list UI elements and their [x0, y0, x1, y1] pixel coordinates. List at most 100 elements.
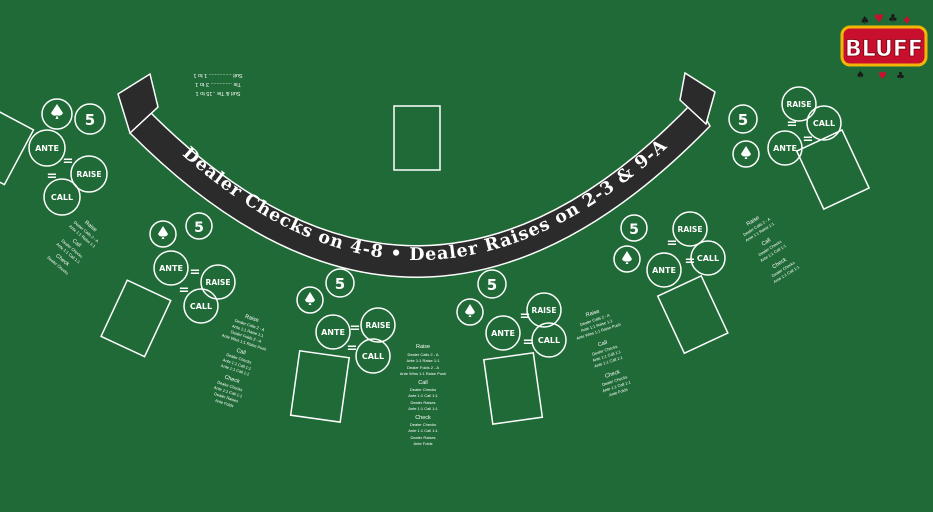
banner-tail-right [679, 71, 716, 126]
rules-line: Dealer Calls 2 - A [407, 352, 438, 357]
rules-line: Ante Folds [215, 398, 235, 409]
sidebet-circle-suit[interactable] [728, 104, 758, 134]
rules-title: Raise [244, 314, 259, 324]
sidebet-circle-pair[interactable] [296, 286, 324, 314]
equals-sign: = [803, 132, 814, 147]
call-circle[interactable] [43, 178, 81, 216]
sidebet-value: 5 [487, 276, 497, 294]
rules-title: Check [224, 374, 241, 385]
equals-sign: = [47, 169, 58, 184]
dealer-card-outline [393, 105, 441, 171]
paytable-line: Tie .............. 3 to 1 [195, 81, 241, 87]
call-label: CALL [190, 302, 212, 311]
sidebet-circle-suit[interactable] [477, 269, 507, 299]
call-label: CALL [697, 254, 719, 263]
raise-label: RAISE [366, 321, 391, 330]
sidebet-circle-pair[interactable] [732, 140, 760, 168]
ante-circle[interactable] [315, 314, 351, 350]
paytable: Suit & Tie ..15 to 1 Tie .............. … [193, 72, 242, 96]
raise-label: RAISE [787, 100, 812, 109]
banner-ribbon [129, 98, 711, 278]
rules-block: Raise Dealer Calls 2 - A Ante 1:1 Raise … [576, 309, 632, 398]
call-label: CALL [538, 336, 560, 345]
equals-sign: = [520, 309, 531, 324]
club-icon: ♣ [896, 71, 905, 82]
sidebet-circle-pair[interactable] [41, 98, 73, 130]
rules-title: Check [415, 415, 431, 421]
ante-circle[interactable] [767, 130, 803, 166]
spade-icon [305, 292, 315, 305]
ante-label: ANTE [35, 144, 59, 153]
equals-sign: = [685, 254, 696, 269]
spade-icon [465, 304, 475, 317]
player-card-outline [795, 129, 871, 211]
raise-circle[interactable] [70, 155, 108, 193]
spade-icon [158, 226, 168, 239]
sidebet-circle-pair[interactable] [149, 220, 177, 248]
rules-line: Dealer Checks [410, 422, 436, 427]
rules-title: Call [418, 380, 427, 386]
ante-circle[interactable] [153, 250, 189, 286]
heart-icon: ♥ [874, 12, 884, 25]
ante-label: ANTE [491, 329, 515, 338]
call-label: CALL [51, 193, 73, 202]
equals-sign: = [179, 283, 190, 298]
ante-label: ANTE [321, 328, 345, 337]
sidebet-circle-pair[interactable] [456, 298, 484, 326]
raise-circle[interactable] [200, 264, 236, 300]
player-seat-4: 5 ANTE = RAISE = CALL Raise Dealer Calls… [456, 269, 632, 426]
spade-icon [622, 251, 632, 264]
sidebet-value: 5 [85, 111, 95, 129]
ante-label: ANTE [773, 144, 797, 153]
rules-title: Check [604, 369, 621, 380]
call-circle[interactable] [690, 240, 726, 276]
raise-circle[interactable] [360, 307, 396, 343]
call-circle[interactable] [531, 322, 567, 358]
logo-plate [840, 25, 928, 67]
ante-circle[interactable] [28, 129, 66, 167]
ante-circle[interactable] [646, 252, 682, 288]
rules-line: Ante 1:1 Call 1:1 [408, 428, 438, 433]
sidebet-circle-suit[interactable] [620, 214, 648, 242]
paytable-line: Suit ............... 1 to 1 [193, 72, 242, 78]
paytable-line: Suit & Tie ..15 to 1 [196, 90, 241, 96]
call-circle[interactable] [355, 338, 391, 374]
player-card-outline [0, 106, 35, 186]
rules-line: Dealer Checks [410, 387, 436, 392]
raise-circle[interactable] [781, 86, 817, 122]
sidebet-value: 5 [335, 275, 345, 293]
rules-line: Ante Folds [413, 441, 432, 446]
ante-circle[interactable] [485, 315, 521, 351]
rules-title: Call [235, 348, 246, 357]
spade-icon [741, 146, 751, 159]
sidebet-circle-suit[interactable] [325, 268, 355, 298]
ante-label: ANTE [159, 264, 183, 273]
rules-line: Ante 1:1 Call 1:1 [408, 406, 438, 411]
raise-label: RAISE [206, 278, 231, 287]
heart-icon: ♥ [878, 71, 887, 82]
player-card-outline [656, 274, 729, 355]
raise-label: RAISE [532, 306, 557, 315]
equals-sign: = [347, 341, 358, 356]
rules-line: Dealer Raises [410, 400, 435, 405]
spade-icon: ♠ [860, 14, 870, 27]
rules-line: Ante 1:1 Raise 1:1 [407, 358, 441, 363]
call-circle[interactable] [183, 288, 219, 324]
rules-line: Ante Wins 1:1 Raise Push [400, 371, 446, 376]
sidebet-value: 5 [629, 222, 639, 238]
rules-line: Dealer Folds 2 - A [407, 365, 439, 370]
rules-block-center: Raise Dealer Calls 2 - A Ante 1:1 Raise … [400, 344, 446, 446]
player-seat-6: 5 ANTE = RAISE = CALL [728, 86, 871, 211]
equals-sign: = [190, 265, 201, 280]
sidebet-circle-suit[interactable] [185, 212, 213, 240]
sidebet-circle-pair[interactable] [613, 245, 641, 273]
player-card-outline [482, 351, 544, 426]
raise-circle[interactable] [526, 292, 562, 328]
raise-circle[interactable] [672, 211, 708, 247]
diamond-icon: ♦ [902, 14, 912, 27]
sidebet-circle-suit[interactable] [74, 103, 106, 135]
call-circle[interactable] [806, 105, 842, 141]
sidebet-value: 5 [194, 220, 204, 236]
player-seat-5: 5 ANTE = RAISE = CALL Raise Dealer Calls… [613, 211, 801, 355]
rules-line: Ante 1:1 Call 1:1 [408, 393, 438, 398]
